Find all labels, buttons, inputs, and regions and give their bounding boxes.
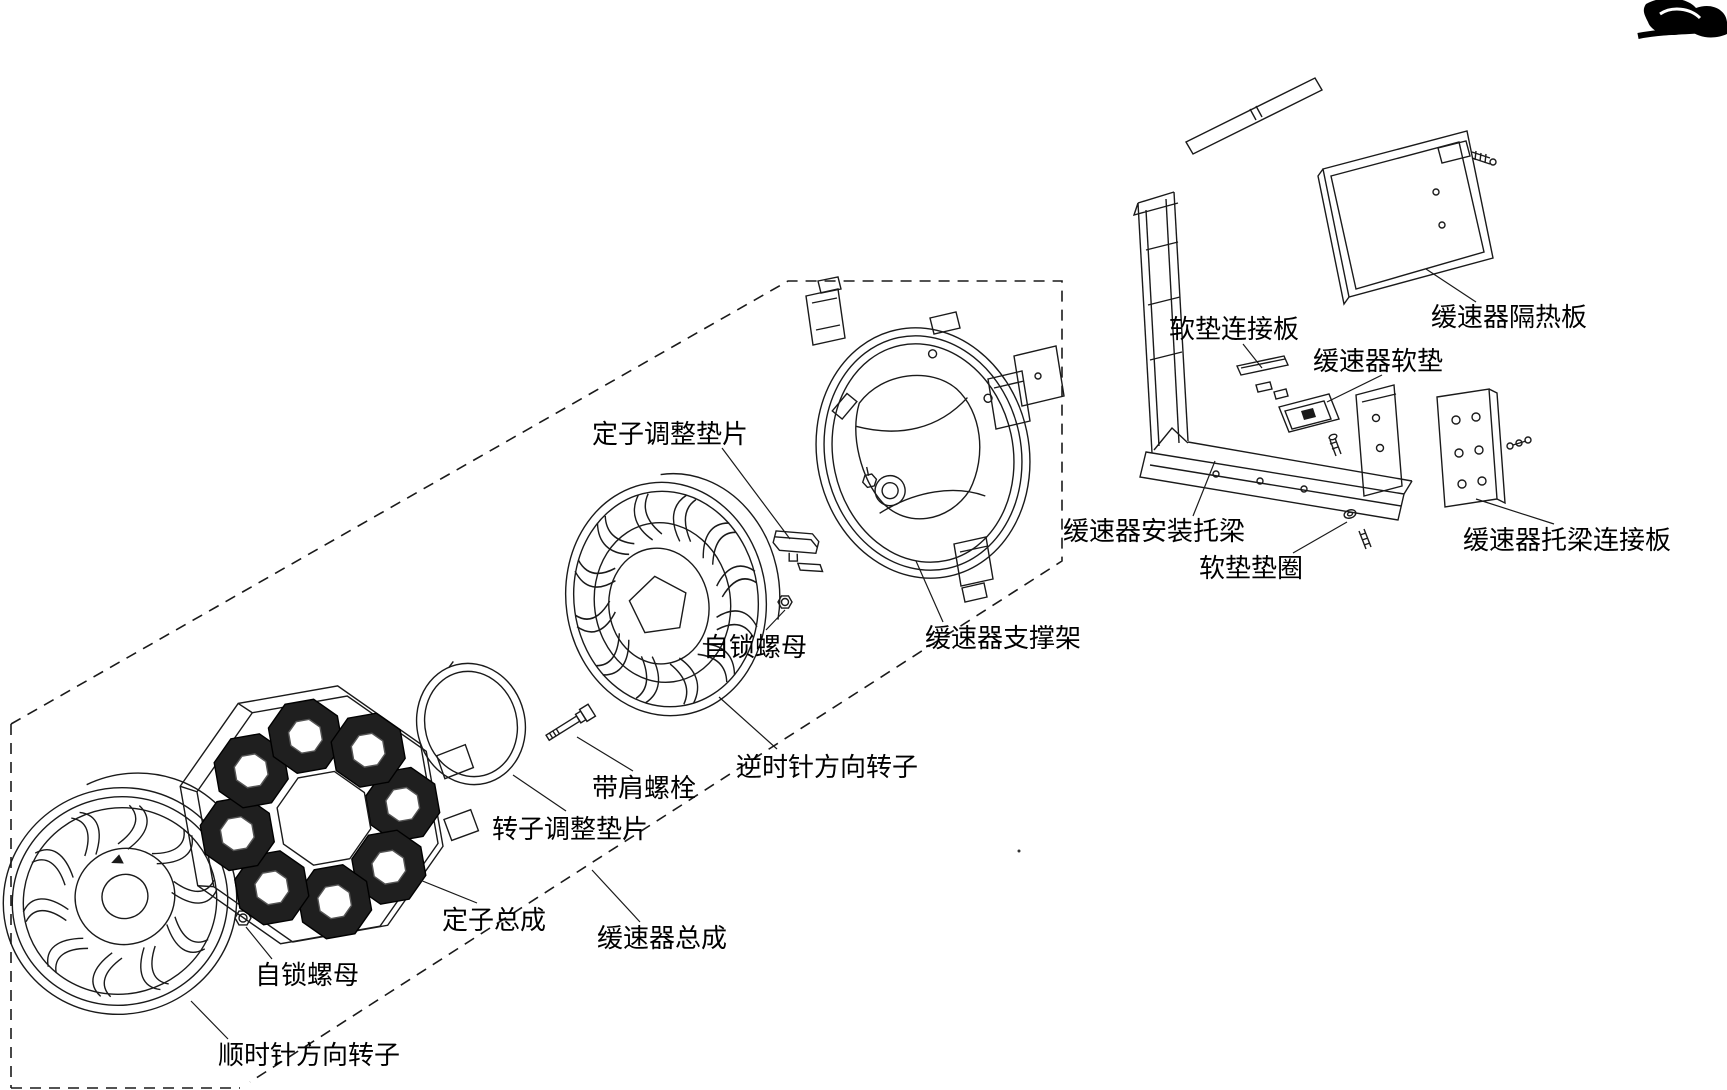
beam-connect-plate-drawing [1436,388,1532,508]
label-self-lock-nut-lower: 自锁螺母 [255,961,360,990]
soft-pad-drawing [1278,393,1342,457]
mount-beam-drawing [1132,191,1413,521]
dot-mark [1017,849,1021,853]
rotor-shim-gasket-drawing [415,661,527,786]
upper-self-lock-nut-drawing [777,595,793,609]
label-ccw-rotor: 逆时针方向转子 [736,753,919,782]
label-soft-pad-washer: 软垫垫圈 [1199,554,1304,583]
support-frame-drawing [805,276,1065,603]
stator-assembly-drawing [179,685,480,945]
label-cw-rotor: 顺时针方向转子 [218,1041,401,1070]
label-mount-beam: 缓速器安装托梁 [1063,517,1246,546]
label-shoulder-bolt: 带肩螺栓 [592,774,697,803]
soft-pad-washer-drawing [1343,509,1372,550]
soft-pad-plate-drawing [1236,355,1289,400]
label-beam-connect-plate: 缓速器托梁连接板 [1463,526,1672,555]
label-stator-assembly: 定子总成 [442,906,547,935]
stator-shim-drawing [772,530,824,573]
label-rotor-shim: 转子调整垫片 [492,815,649,844]
label-retarder-soft-pad: 缓速器软垫 [1313,347,1444,376]
ccw-rotor-drawing [564,472,781,717]
heat-shield-drawing [1185,77,1497,306]
logo-mark [1637,0,1727,39]
label-heat-shield: 缓速器隔热板 [1431,303,1588,332]
shoulder-bolt-drawing [545,703,597,742]
label-soft-pad-plate: 软垫连接板 [1169,315,1300,344]
assembly-boundary-dashed [10,280,1063,1089]
label-self-lock-nut-upper: 自锁螺母 [703,633,808,662]
label-stator-shim: 定子调整垫片 [592,420,749,449]
leader-lines [190,268,1555,1040]
label-support-frame: 缓速器支撑架 [925,624,1082,653]
label-retarder-assembly: 缓速器总成 [597,924,728,953]
